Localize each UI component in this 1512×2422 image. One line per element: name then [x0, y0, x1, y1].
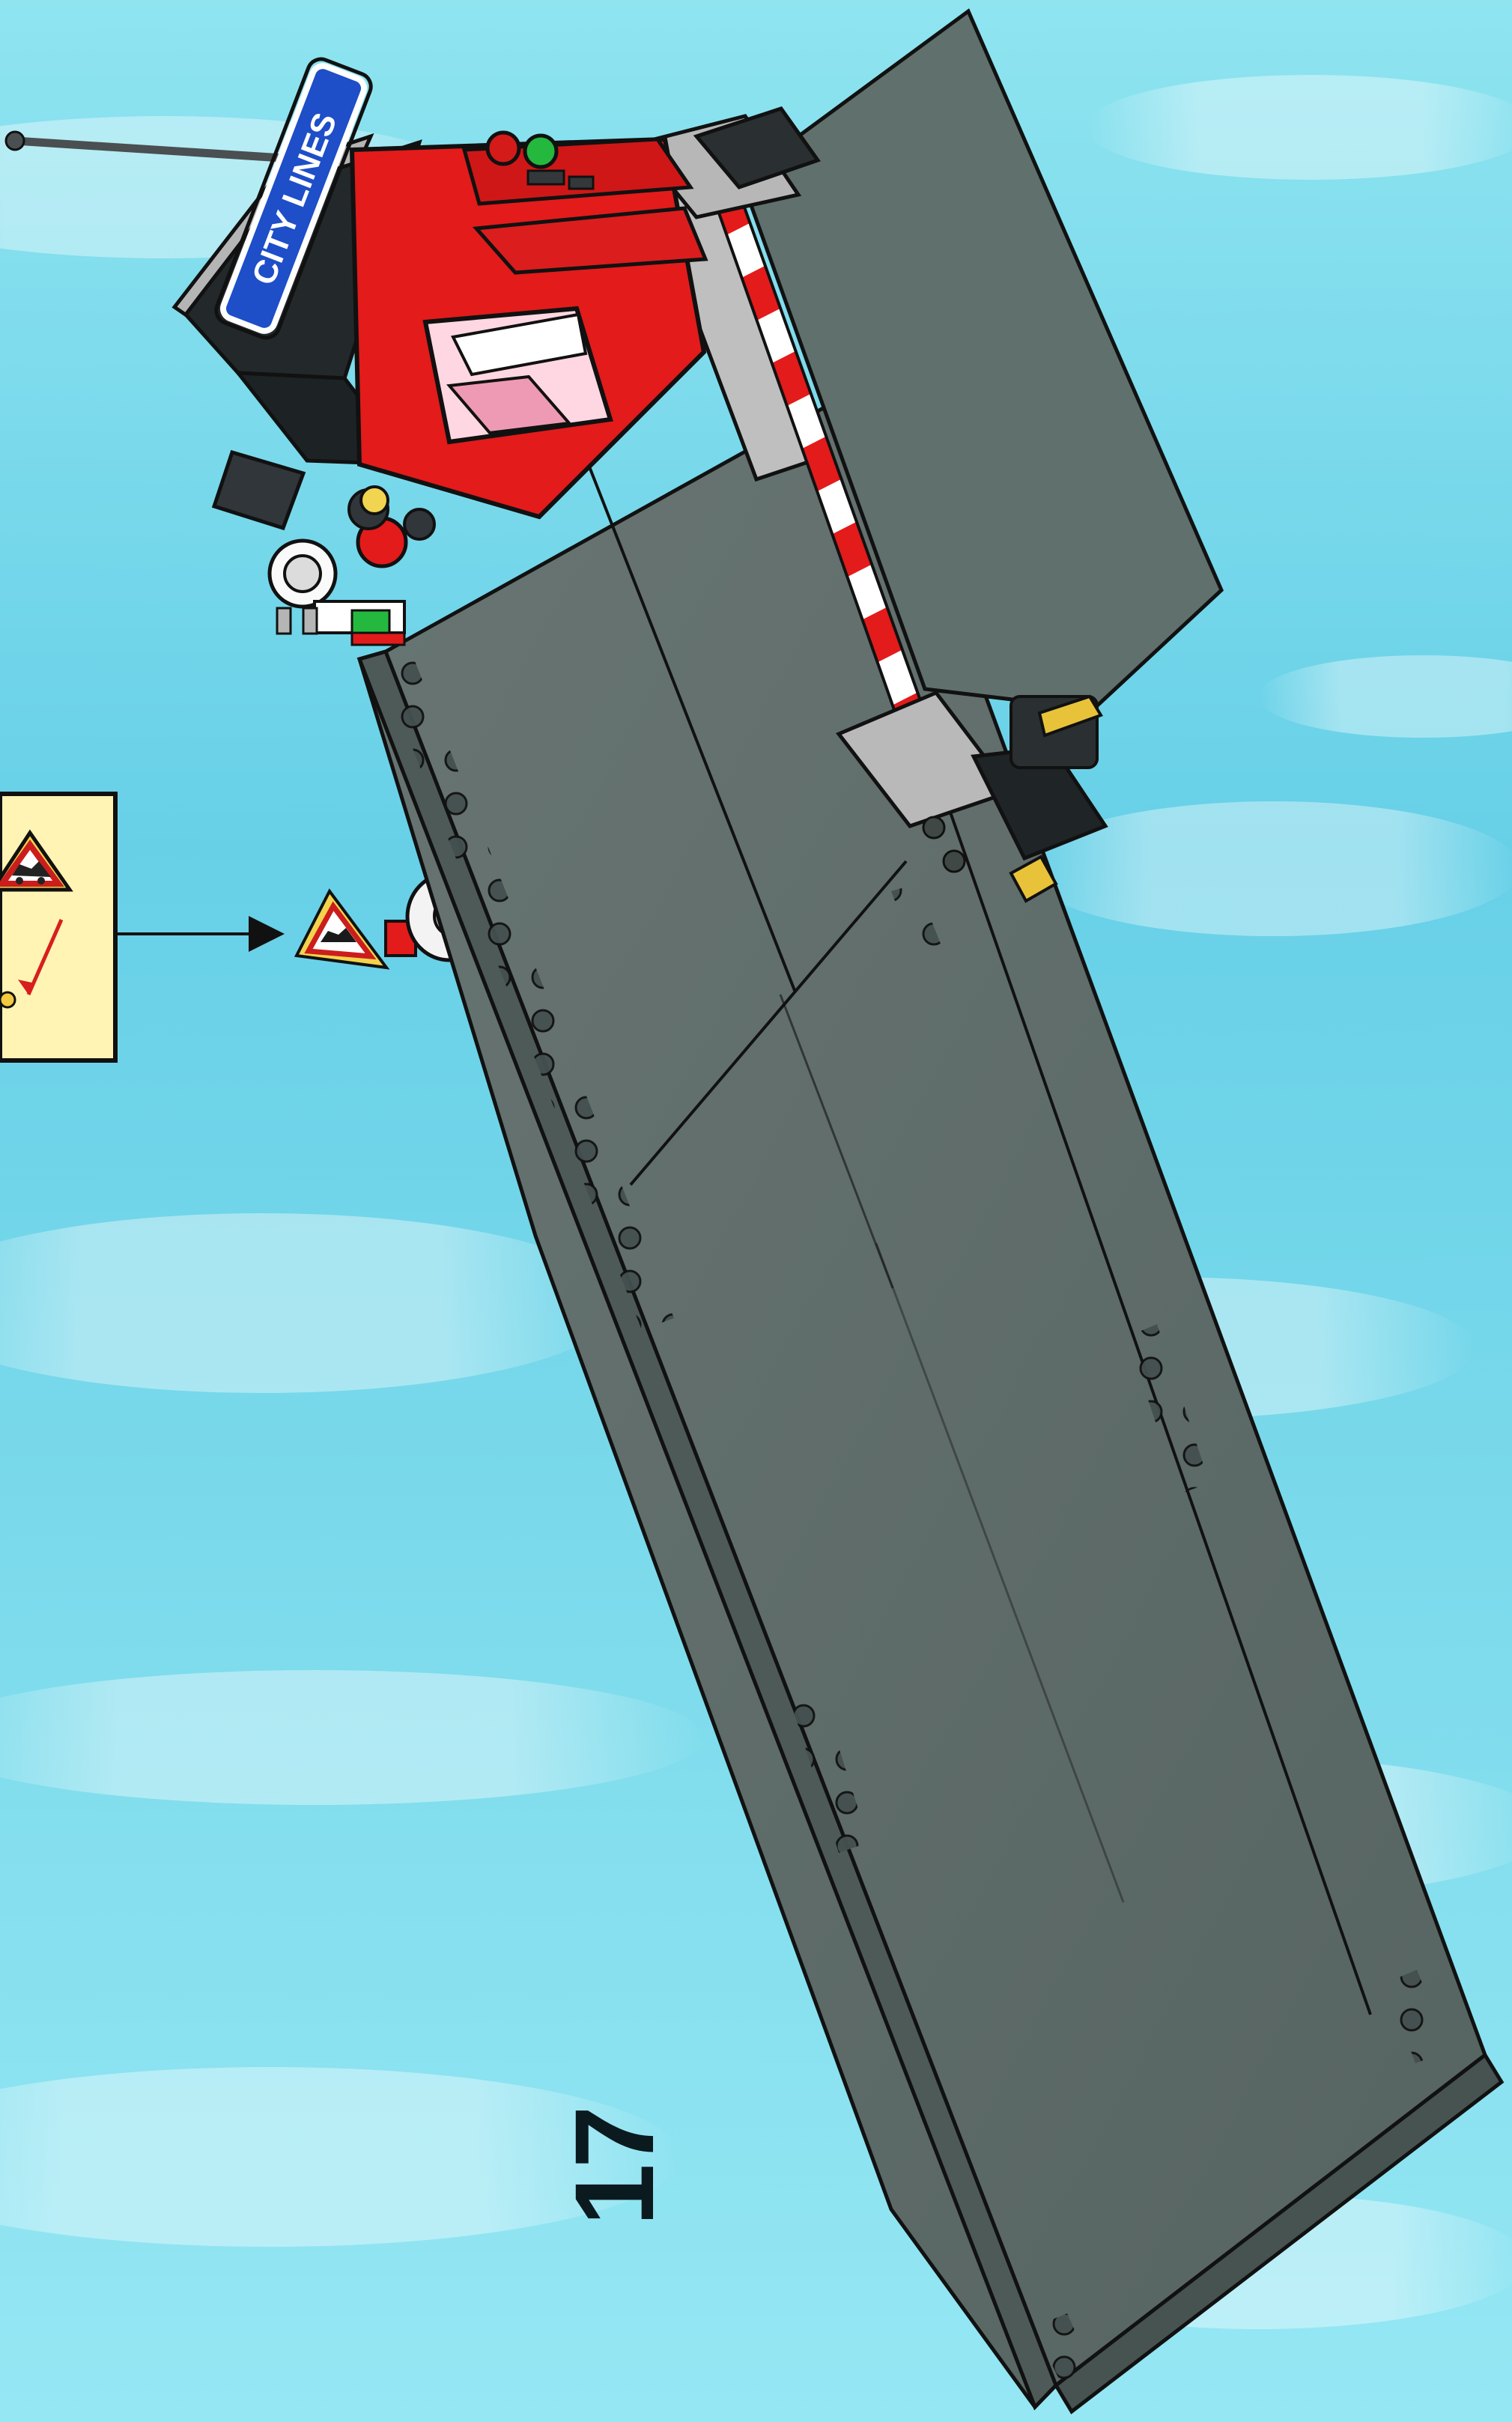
step-number: 17	[535, 2101, 693, 2236]
signal-light-green	[525, 136, 556, 167]
callout-box	[0, 794, 115, 1060]
signal-light-red	[488, 133, 519, 164]
